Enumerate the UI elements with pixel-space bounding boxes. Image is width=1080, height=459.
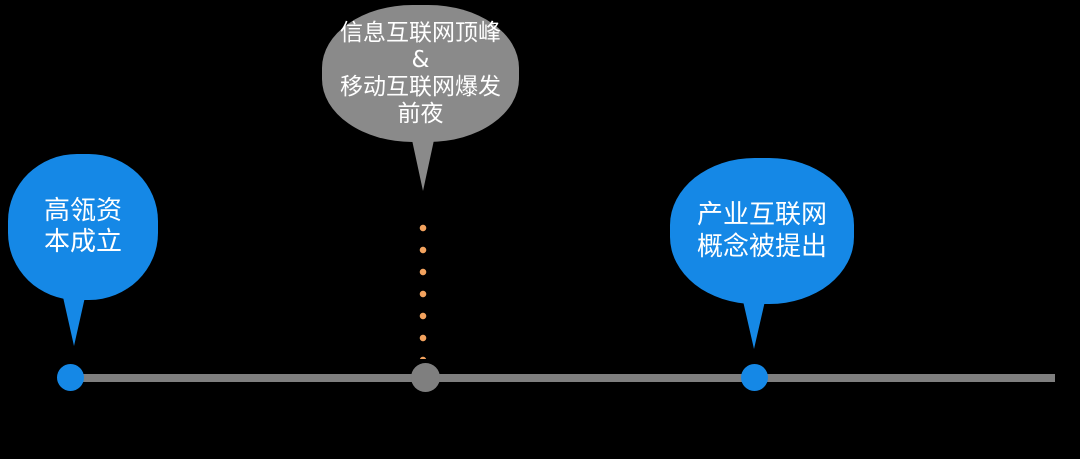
dotted-connector: [418, 217, 428, 359]
bubble-tail-right: [743, 301, 765, 349]
bubble-text-line: 产业互联网: [696, 200, 827, 230]
timeline-dot-right: [741, 364, 768, 391]
event-bubble-right: 产业互联网 概念被提出: [670, 158, 854, 304]
timeline-axis: [70, 374, 1055, 382]
bubble-text-line: 移动互联网爆发: [340, 73, 501, 100]
bubble-text-line: 概念被提出: [696, 232, 827, 262]
event-bubble-center: 信息互联网顶峰 & 移动互联网爆发 前夜: [322, 5, 519, 142]
timeline-dot-center: [411, 363, 440, 392]
timeline-dot-left: [57, 364, 84, 391]
event-bubble-left: 高瓴资 本成立: [8, 154, 158, 300]
bubble-tail-center: [412, 140, 434, 191]
bubble-text-line: 信息互联网顶峰: [340, 19, 501, 46]
bubble-text-line: 前夜: [397, 100, 444, 127]
bubble-text-line: 本成立: [43, 227, 122, 257]
bubble-text-line: &: [411, 46, 430, 73]
bubble-tail-left: [63, 297, 85, 346]
bubble-text-line: 高瓴资: [43, 196, 122, 226]
